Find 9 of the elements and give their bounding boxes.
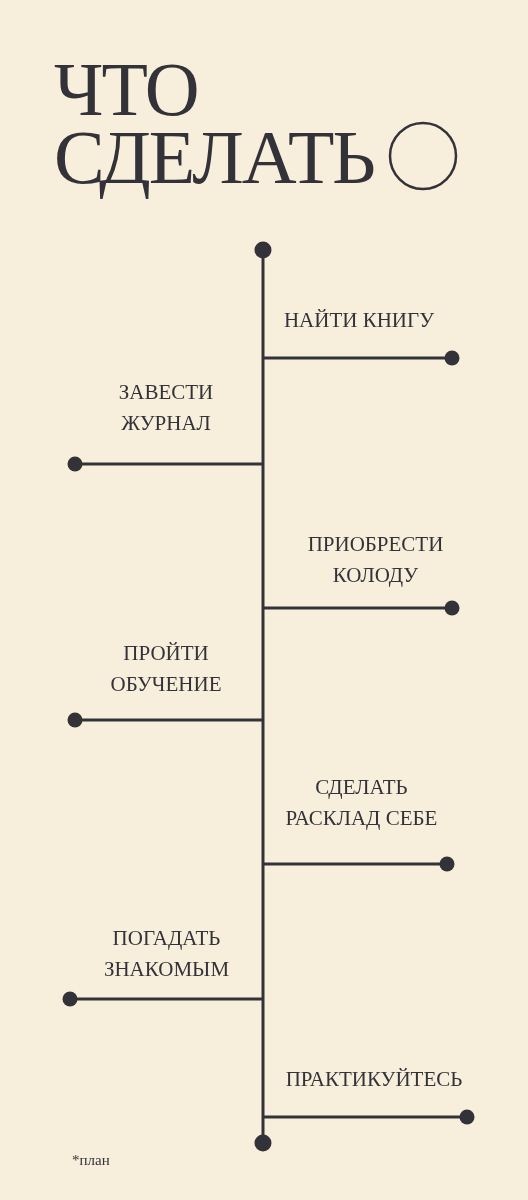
- step-label: ПРИОБРЕСТИ КОЛОДУ: [307, 531, 444, 589]
- step-label: ЗАВЕСТИ ЖУРНАЛ: [118, 379, 214, 437]
- title: ЧТО СДЕЛАТЬ: [54, 49, 375, 201]
- step-label: ПОГАДАТЬ ЗНАКОМЫМ: [103, 925, 230, 983]
- step-label: ПРОЙТИ ОБУЧЕНИЕ: [110, 640, 222, 698]
- step-label: ПРАКТИКУЙТЕСЬ: [285, 1066, 463, 1093]
- footnote: *план: [72, 1151, 110, 1169]
- step-label: НАЙТИ КНИГУ: [283, 307, 435, 334]
- step-label: СДЕЛАТЬ РАСКЛАД СЕБЕ: [285, 774, 438, 832]
